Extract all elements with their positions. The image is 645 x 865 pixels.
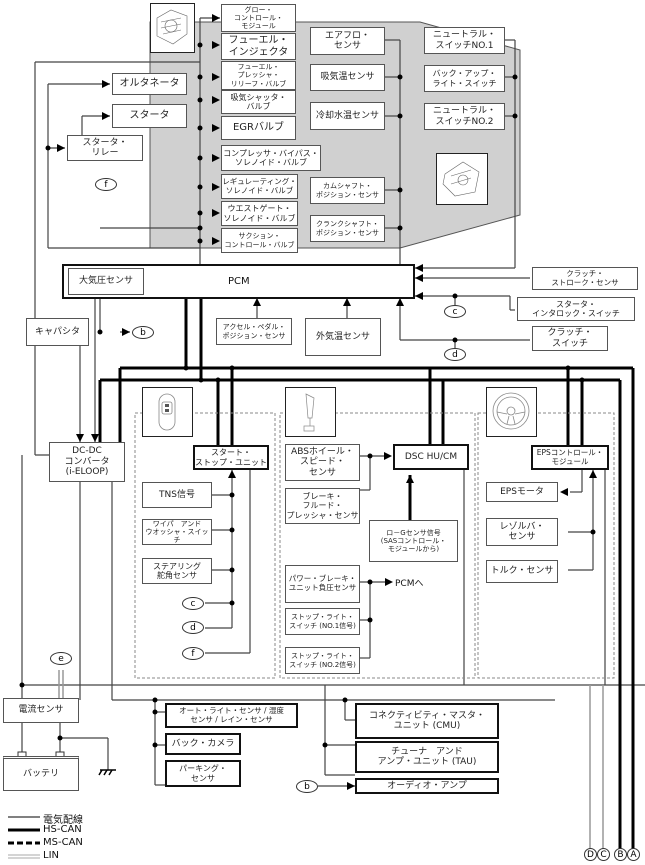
transmission-image: [436, 153, 488, 205]
connector-f-top: f: [95, 178, 117, 191]
brake-pedal-image: [285, 387, 336, 437]
accelerator-pedal-position-sensor: アクセル・ペダル・ ポジション・センサ: [216, 318, 292, 345]
connector-d-ss: d: [182, 621, 204, 634]
legend-ms-can: MS-CAN: [43, 837, 83, 848]
starter-relay: スタータ・ リレー: [67, 135, 143, 161]
connector-e: e: [50, 652, 72, 665]
connector-b-audio: b: [296, 780, 318, 793]
steering-angle-sensor: ステアリング 舵角センサ: [142, 558, 212, 584]
legend-electrical-wiring: 電気配線: [43, 815, 83, 826]
crankshaft-position-sensor: クランクシャフト・ ポジション・センサ: [310, 215, 385, 242]
fuel-injector: フューエル・ インジェクタ: [221, 33, 296, 60]
regulating-solenoid-valve: レギュレーティング・ ソレノイド・バルブ: [221, 174, 298, 199]
neutral-switch-no2: ニュートラル・ スイッチNO.2: [424, 103, 505, 130]
airflow-sensor: エアフロ・ センサ: [310, 27, 385, 55]
audio-amp: オーディオ・アンプ: [355, 778, 499, 794]
brake-fluid-pressure-sensor: ブレーキ・ フルード・ プレッシャ・センサ: [285, 488, 360, 524]
ambient-temp-sensor: 外気温センサ: [305, 318, 381, 356]
compressor-bypass-solenoid-valve: コンプレッサ・バイパス・ ソレノイド・バルブ: [221, 145, 321, 171]
connector-c-pcm: c: [444, 305, 466, 318]
dcdc-converter: DC-DC コンバータ (i-ELOOP): [49, 442, 125, 482]
clutch-switch: クラッチ・ スイッチ: [532, 326, 608, 351]
resolver-sensor: レゾルバ・ センサ: [486, 518, 558, 546]
fuel-pressure-relief-valve: フューエル・ プレッシャ・ リリーフ・バルブ: [221, 61, 296, 90]
tuner-amp-unit: チューナ アンド アンプ・ユニット (TAU): [355, 741, 499, 773]
egr-valve: EGRバルブ: [221, 116, 296, 140]
start-stop-unit: スタート・ ストップ・ユニット: [193, 445, 269, 470]
intake-shutter-valve: 吸気シャッタ・ バルブ: [221, 90, 296, 114]
neutral-switch-no1: ニュートラル・ スイッチNO.1: [424, 27, 505, 54]
alternator: オルタネータ: [112, 73, 187, 95]
backup-light-switch: バック・アップ・ ライト・スイッチ: [424, 65, 505, 92]
engine-image: [150, 3, 195, 53]
wastegate-solenoid-valve: ウエストゲート・ ソレノイド・バルブ: [221, 201, 298, 226]
legend-lin: LIN: [43, 850, 60, 861]
bus-terminal-b: B: [614, 848, 627, 861]
connector-f-ss: f: [182, 647, 204, 660]
dsc-hu-cm: DSC HU/CM: [393, 444, 469, 470]
pcm-label: PCM: [228, 276, 250, 287]
to-pcm-label: PCMへ: [395, 579, 424, 589]
low-g-sensor-signal: ロ－Gセンサ信号 (SASコントロール・ モジュールから): [369, 520, 458, 562]
suction-control-valve: サクション・ コントロール・バルブ: [221, 228, 298, 253]
back-camera: バック・カメラ: [165, 733, 241, 755]
auto-light-humidity-rain-sensor: オート・ライト・センサ / 湿度 センサ / レイン・センサ: [165, 703, 298, 728]
power-brake-vacuum-sensor: パワー・ブレーキ・ ユニット負圧センサ: [285, 565, 360, 603]
connectivity-master-unit: コネクティビティ・マスタ・ ユニット (CMU): [355, 703, 499, 739]
connector-b-capacitor: b: [132, 326, 154, 339]
bus-terminal-d: D: [584, 848, 597, 861]
legend-hs-can: HS-CAN: [43, 824, 82, 835]
wiper-washer-switch: ワイパ アンド ウオッシャ・スイッチ: [142, 519, 212, 545]
starter: スタータ: [112, 104, 187, 128]
smart-key-image: [142, 387, 193, 437]
bus-terminal-a: A: [627, 848, 640, 861]
glow-control-module: グロー・ コントロール・ モジュール: [221, 4, 296, 32]
eps-control-module: EPSコントロール・ モジュール: [531, 445, 609, 470]
parking-sensor: パーキング・ センサ: [165, 760, 241, 787]
tns-signal: TNS信号: [142, 482, 212, 508]
starter-interlock-switch: スタータ・ インタロック・スイッチ: [517, 297, 635, 321]
coolant-temp-sensor: 冷却水温センサ: [310, 102, 385, 130]
current-sensor: 電流センサ: [3, 698, 79, 723]
connector-d-pcm: d: [444, 348, 466, 361]
barometric-pressure-sensor: 大気圧センサ: [68, 268, 144, 295]
abs-wheel-speed-sensor: ABSホイール・ スピード・ センサ: [285, 444, 360, 481]
stop-light-switch-no2: ストップ・ライト・ スイッチ (NO.2信号): [285, 647, 360, 674]
capacitor: キャパシタ: [26, 318, 89, 346]
torque-sensor: トルク・センサ: [486, 560, 558, 583]
stop-light-switch-no1: ストップ・ライト・ スイッチ (NO.1信号): [285, 608, 360, 635]
clutch-stroke-sensor: クラッチ・ ストローク・センサ: [532, 267, 638, 290]
bus-terminal-c: C: [597, 848, 610, 861]
camshaft-position-sensor: カムシャフト・ ポジション・センサ: [310, 177, 385, 204]
steering-wheel-image: [486, 387, 537, 437]
battery: バッテリ: [3, 756, 79, 791]
intake-air-temp-sensor: 吸気温センサ: [310, 64, 385, 91]
eps-motor: EPSモータ: [486, 482, 558, 502]
connector-c-ss: c: [182, 597, 204, 610]
